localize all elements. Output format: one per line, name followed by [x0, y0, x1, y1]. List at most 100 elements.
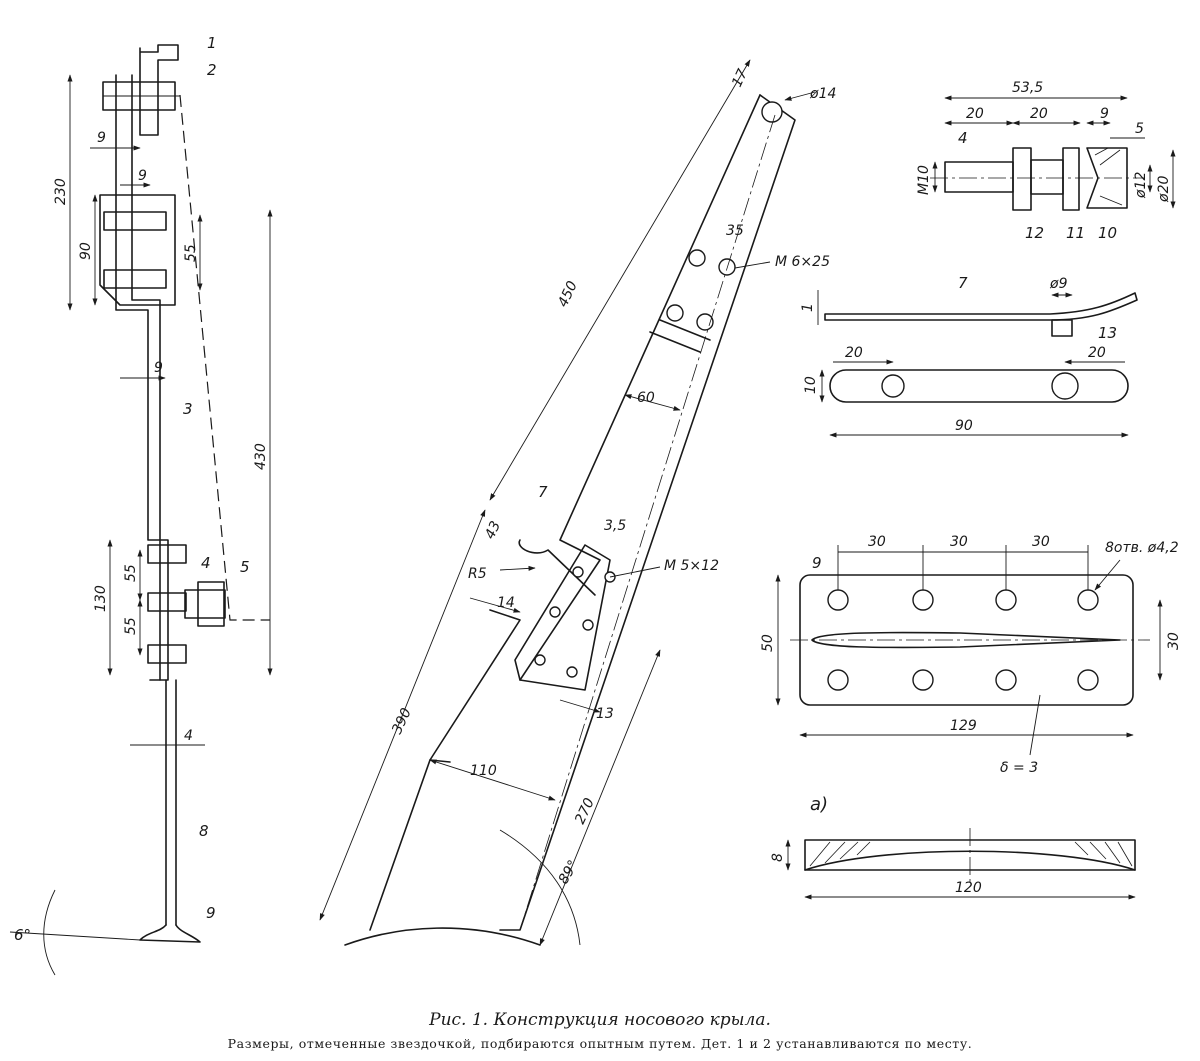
- dim-1: 1: [800, 303, 816, 312]
- strut-outline: [115, 74, 169, 681]
- dim-130: 130: [93, 585, 109, 612]
- latch-side-profile: [824, 292, 1138, 321]
- dim-110: 110: [470, 763, 497, 779]
- dim-5: 5: [1135, 121, 1144, 137]
- dim-9: 9: [1100, 106, 1109, 122]
- bracket-part-1: [139, 44, 179, 136]
- fairing-bottom: [344, 927, 541, 946]
- technical-drawing: 230 90 55 430 130 55 55 9 9 9 4 6° 1 2 3…: [9, 34, 1182, 976]
- part-4-label: 4: [201, 554, 211, 572]
- dim-4: 4: [184, 728, 193, 744]
- dim-35: 35: [726, 223, 744, 239]
- pin-part-11: 11: [1066, 224, 1085, 242]
- dim-20-b: 20: [1030, 106, 1048, 122]
- dim-53-5: 53,5: [1012, 80, 1043, 96]
- strut-inner: [131, 74, 161, 681]
- left-view: 230 90 55 430 130 55 55 9 9 9 4 6° 1 2 3…: [9, 34, 273, 976]
- pin-cup-10: [1086, 147, 1128, 209]
- part-3-label: 3: [183, 400, 193, 418]
- detail-section: а) 8 120: [770, 794, 1136, 900]
- dim-90: 90: [955, 418, 973, 434]
- plate-part-9: 9: [812, 554, 822, 572]
- leg-part-8: [165, 679, 177, 926]
- plate-holes: [827, 589, 1099, 691]
- dim-50: 50: [760, 634, 776, 652]
- upper-clamp: [99, 194, 176, 306]
- dim-14: 14: [497, 595, 515, 611]
- dim-55-a: 55: [183, 244, 199, 262]
- detail-plate: 30 30 30 8отв. ø4,2 50 30 129 δ = 3 9: [760, 534, 1182, 776]
- fairing-left: [369, 609, 521, 931]
- dim-30-a: 30: [868, 534, 886, 550]
- dim-60: 60: [637, 390, 655, 406]
- dim-30-b: 30: [950, 534, 968, 550]
- part-8-label: 8: [199, 822, 209, 840]
- foot-part-9: [139, 924, 201, 943]
- dim-129: 129: [950, 718, 977, 734]
- latch-part-13: 13: [1098, 324, 1117, 342]
- part-7-label: 7: [538, 483, 548, 501]
- label-m6x25: M 6×25: [775, 254, 830, 270]
- dim-d20: ø20: [1156, 176, 1172, 203]
- bolt-group: [102, 81, 226, 664]
- detail-pin: 53,5 20 20 9 5 M10 ø12 ø20 4 12 11 10: [916, 80, 1176, 242]
- part-2-label: 2: [207, 61, 217, 79]
- pin-body: [1030, 159, 1064, 195]
- label-m5x12: M 5×12: [664, 558, 719, 574]
- dim-20-left: 20: [845, 345, 863, 361]
- dim-20-a: 20: [966, 106, 984, 122]
- strut-right-edge: [499, 94, 796, 931]
- pivot-hole: [761, 101, 783, 123]
- dim-90: 90: [78, 242, 94, 260]
- pin-collar-11: [1062, 147, 1080, 211]
- part-9-label: 9: [206, 904, 216, 922]
- dim-m10: M10: [916, 165, 932, 195]
- dim-430: 430: [253, 443, 269, 470]
- dim-30-v: 30: [1166, 632, 1182, 650]
- dim-390: 390: [389, 706, 415, 737]
- section-label: а): [810, 794, 828, 815]
- pin-thread: [944, 161, 1014, 193]
- part-5-label: 5: [240, 558, 250, 576]
- detail-latch: 1 ø9 20 20 10 90 7 13: [800, 274, 1138, 438]
- pin-part-4: 4: [958, 129, 968, 147]
- dim-55-b: 55: [123, 564, 139, 582]
- dim-43: 43: [482, 519, 504, 542]
- reference-dashed-line: [179, 94, 270, 621]
- dim-230: 230: [53, 178, 69, 205]
- latch-part-7: 7: [958, 274, 968, 292]
- dim-30-c: 30: [1032, 534, 1050, 550]
- dim-d9: ø9: [1049, 276, 1068, 292]
- dim-10: 10: [803, 376, 819, 394]
- dim-9-a: 9: [97, 130, 106, 146]
- part-1-label: 1: [207, 34, 217, 52]
- dim-120: 120: [955, 880, 982, 896]
- latch-rivet-13: [1051, 319, 1073, 337]
- dim-20-right: 20: [1088, 345, 1106, 361]
- dim-d14: ø14: [809, 86, 836, 102]
- latch-plan-view: [829, 369, 1129, 403]
- pin-part-10: 10: [1098, 224, 1117, 242]
- pin-part-12: 12: [1025, 224, 1044, 242]
- figure-caption-note: Размеры, отмеченные звездочкой, подбираю…: [227, 1036, 973, 1051]
- bracket-plate: [514, 544, 611, 691]
- latch-part-7: [518, 539, 596, 596]
- dim-8: 8: [770, 853, 786, 862]
- pin-collar-12: [1012, 147, 1032, 211]
- dim-13: 13: [596, 706, 614, 722]
- angle-89deg: 89°: [556, 857, 582, 887]
- dim-thickness: δ = 3: [1000, 760, 1038, 776]
- dim-450: 450: [555, 279, 581, 310]
- dim-17: 17: [729, 67, 751, 90]
- dim-8-holes: 8отв. ø4,2: [1105, 540, 1179, 556]
- dim-9-b: 9: [138, 168, 147, 184]
- dim-d12: ø12: [1133, 172, 1149, 199]
- figure-caption-title: Рис. 1. Конструкция носового крыла.: [429, 1010, 771, 1030]
- dim-9-c: 9: [154, 360, 163, 376]
- dim-3-5: 3,5: [604, 518, 626, 534]
- dim-r5: R5: [468, 566, 487, 582]
- section-hatching: [809, 841, 1133, 867]
- dim-55-c: 55: [123, 617, 139, 635]
- angle-6deg: 6°: [14, 926, 31, 944]
- center-view: 17 ø14 450 35 M 6×25 60 43 R5 3,5 M 5×12…: [319, 59, 836, 946]
